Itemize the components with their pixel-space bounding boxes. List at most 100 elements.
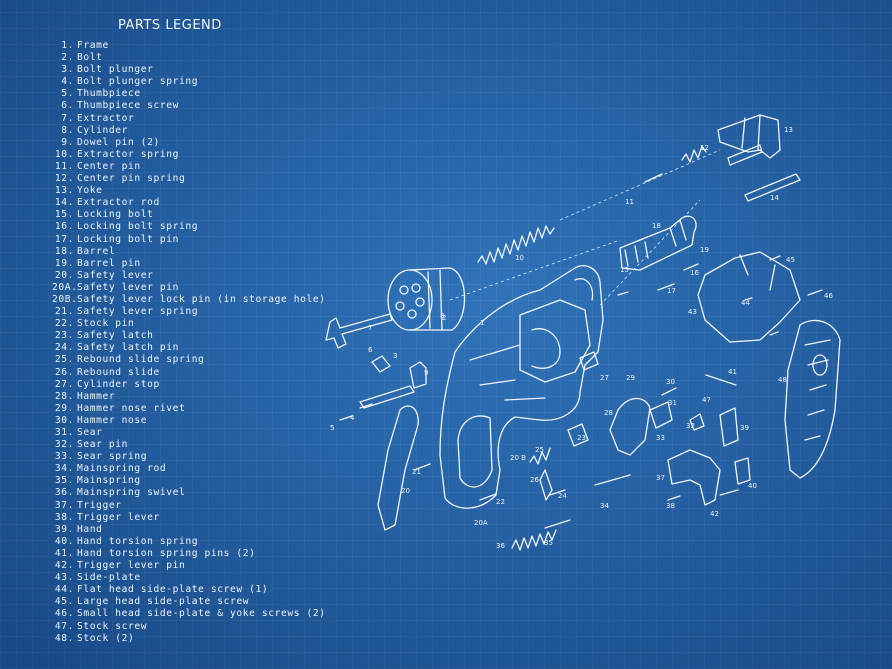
callout-23: 23 [577,434,586,442]
legend-item: 18.Barrel [52,246,326,258]
legend-item: 45.Large head side-plate screw [52,596,326,608]
legend-item: 17.Locking bolt pin [52,234,326,246]
legend-item: 38.Trigger lever [52,512,326,524]
legend-item-name: Stock screw [77,620,148,632]
legend-item-name: Mainspring swivel [77,487,186,499]
legend-item-number: 24. [54,342,74,354]
callout-9: 9 [424,369,428,377]
legend-item-number: 15. [54,209,74,221]
legend-item-name: Center pin [77,160,141,172]
legend-item: 43.Side-plate [52,572,326,584]
legend-item-number: 30. [54,414,74,426]
legend-item-number: 35. [54,475,74,487]
legend-item-name: Mainspring rod [77,463,167,475]
callout-31: 31 [668,399,677,407]
legend-item-number: 14. [54,197,74,209]
legend-item-name: Safety latch [77,330,154,342]
legend-item-name: Thumbpiece screw [77,100,180,112]
callout-labels: 1 2 3 4 5 6 7 8 9 10 11 12 13 14 15 16 1… [330,126,833,550]
legend-item-number: 32. [54,439,74,451]
legend-item: 7.Extractor [52,113,326,125]
callout-12: 12 [700,144,709,152]
center-pin-part [449,145,721,306]
callout-8: 8 [440,312,444,320]
callout-21: 21 [412,468,421,476]
legend-item: 47.Stock screw [52,621,326,633]
legend-item-number: 20B. [52,293,78,305]
extractor-rod-part [744,173,801,202]
legend-item: 37.Trigger [52,500,326,512]
legend-item-name: Stock pin [77,318,135,330]
legend-item-name: Cylinder [77,124,129,136]
legend-item: 20A.Safety lever pin [52,282,326,294]
callout-28: 28 [604,409,613,417]
callout-22: 22 [496,498,505,506]
legend-item: 44.Flat head side-plate screw (1) [52,584,326,596]
legend-item-name: Sear spring [77,451,148,463]
legend-item-name: Safety latch pin [77,342,180,354]
callout-24: 24 [558,492,567,500]
legend-item: 39.Hand [52,524,326,536]
stock-part [784,319,841,479]
legend-item-name: Cylinder stop [77,378,160,390]
frame-part [439,265,604,509]
legend-item-name: Sear pin [77,439,129,451]
callout-2: 2 [442,314,446,322]
callout-4: 4 [350,414,355,422]
legend-item-number: 37. [54,499,74,511]
legend-item-number: 28. [54,390,74,402]
callout-10: 10 [515,254,524,262]
callout-25: 25 [535,446,544,454]
legend-item-name: Hammer nose [77,414,148,426]
legend-item: 24.Safety latch pin [52,342,326,354]
legend-item-name: Thumbpiece [77,88,141,100]
legend-item-name: Locking bolt spring [77,221,199,233]
legend-item-number: 44. [54,584,74,596]
callout-11: 11 [625,198,634,206]
legend-item-name: Safety lever [77,269,154,281]
legend-item: 23.Safety latch [52,330,326,342]
legend-item-name: Frame [77,40,109,51]
legend-item-number: 27. [54,378,74,390]
callout-38: 38 [666,502,675,510]
callout-41: 41 [728,368,737,376]
legend-item-number: 34. [54,463,74,475]
legend-item-name: Rebound slide [77,366,160,378]
legend-item-number: 47. [54,620,74,632]
callout-13: 13 [784,126,793,134]
legend-item-number: 26. [54,366,74,378]
legend-item-name: Locking bolt [77,209,154,221]
callout-45: 45 [786,256,795,264]
legend-item: 41.Hand torsion spring pins (2) [52,548,326,560]
callout-20a: 20A [474,519,488,527]
legend-item: 31.Sear [52,427,326,439]
legend-item-name: Mainspring [77,475,141,487]
legend-item-name: Center pin spring [77,173,186,185]
legend-item: 36.Mainspring swivel [52,487,326,499]
legend-item-name: Stock (2) [77,632,135,644]
legend-item-name: Bolt plunger [77,64,154,76]
legend-item: 40.Hand torsion spring [52,536,326,548]
callout-18: 18 [652,222,661,230]
callout-19: 19 [700,246,709,254]
legend-item-number: 4. [61,76,74,88]
legend-item: 14.Extractor rod [52,197,326,209]
legend-item-name: Hand torsion spring [77,535,199,547]
legend-item: 32.Sear pin [52,439,326,451]
legend-item: 16.Locking bolt spring [52,221,326,233]
callout-39: 39 [740,424,749,432]
callout-1: 1 [480,319,484,327]
legend-item-number: 16. [54,221,74,233]
legend-item-number: 25. [54,354,74,366]
legend-item-name: Barrel pin [77,257,141,269]
legend-item-name: Safety lever spring [77,306,199,318]
legend-item: 5.Thumbpiece [52,88,326,100]
legend-item: 27.Cylinder stop [52,379,326,391]
legend-item: 22.Stock pin [52,318,326,330]
legend-item-name: Extractor [77,112,135,124]
callout-20b: 20 B [510,454,526,462]
cylinder-part [387,267,466,331]
